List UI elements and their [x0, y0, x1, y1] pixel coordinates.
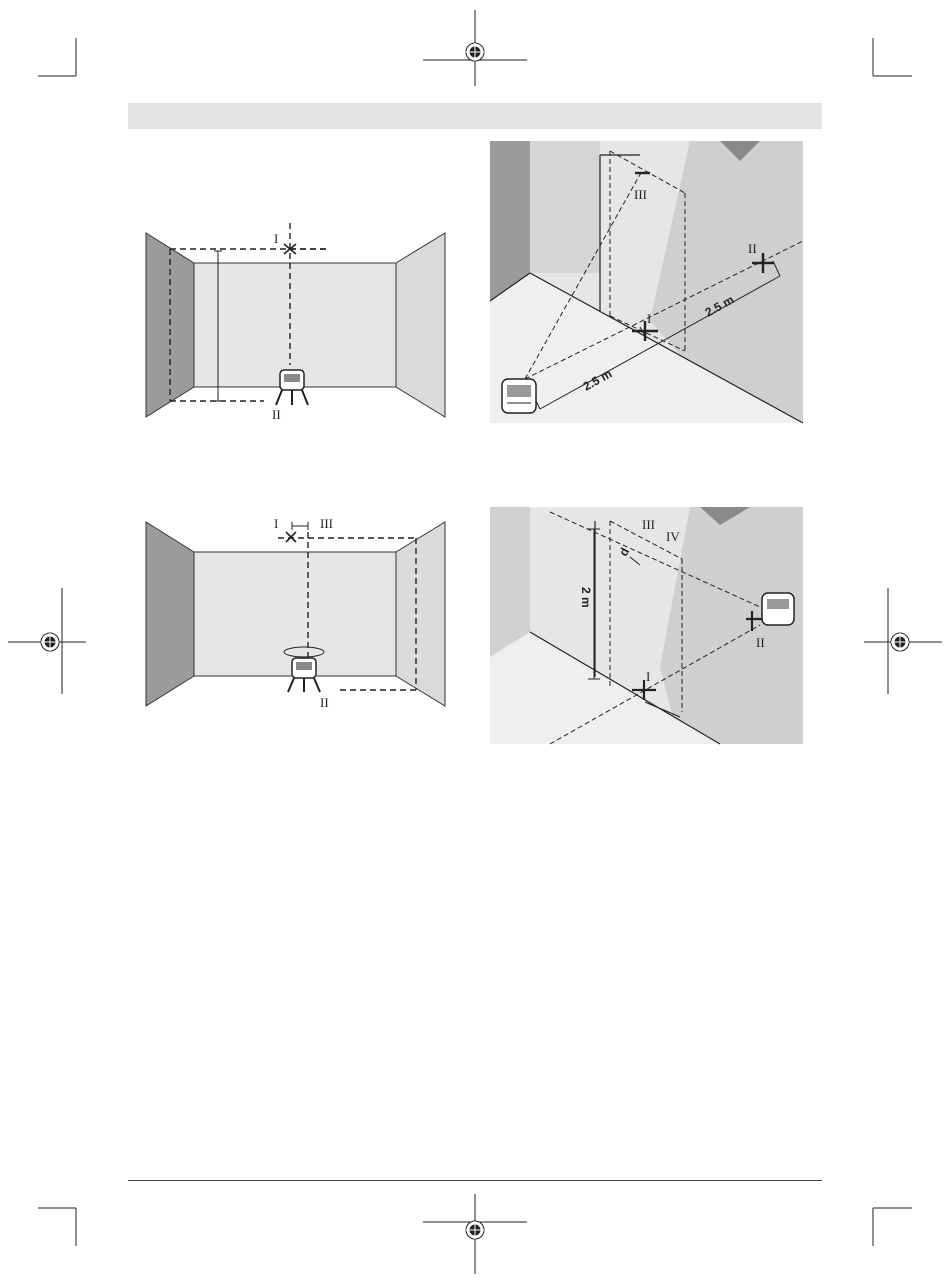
fig4-label-side: IV [666, 529, 680, 544]
fig1-label-top: I [274, 231, 278, 246]
fig2-label-right: II [748, 241, 757, 256]
fig3-label-bottom: II [320, 695, 329, 710]
figure-room-rotation-check: I III II [140, 512, 460, 717]
fig4-label-height: 2 m [579, 587, 593, 608]
fig4-label-bottom: I [646, 669, 650, 684]
fig4-label-right: II [756, 635, 765, 650]
figure-perspective-height: III IV d 2 m II I [490, 507, 803, 744]
fig3-label-right: III [320, 516, 333, 531]
figure-perspective-distance: III II I 2.5 m 2.5 m [490, 141, 803, 423]
laser-device-icon [276, 370, 308, 405]
page-header-bar [128, 103, 822, 129]
fig4-label-top: III [642, 517, 655, 532]
fig3-label-left: I [274, 516, 278, 531]
page-footer-rule [128, 1180, 822, 1181]
figure-room-vertical-check: I II [140, 215, 460, 430]
registration-mark-top [423, 10, 527, 86]
laser-device-icon [762, 593, 794, 625]
registration-mark-right [864, 588, 942, 694]
fig2-label-center: I [647, 311, 651, 326]
laser-device-icon [502, 379, 536, 413]
fig2-label-top: III [634, 187, 647, 202]
fig1-label-bottom: II [272, 407, 281, 422]
registration-mark-bottom [423, 1194, 527, 1274]
registration-mark-left [8, 588, 86, 694]
